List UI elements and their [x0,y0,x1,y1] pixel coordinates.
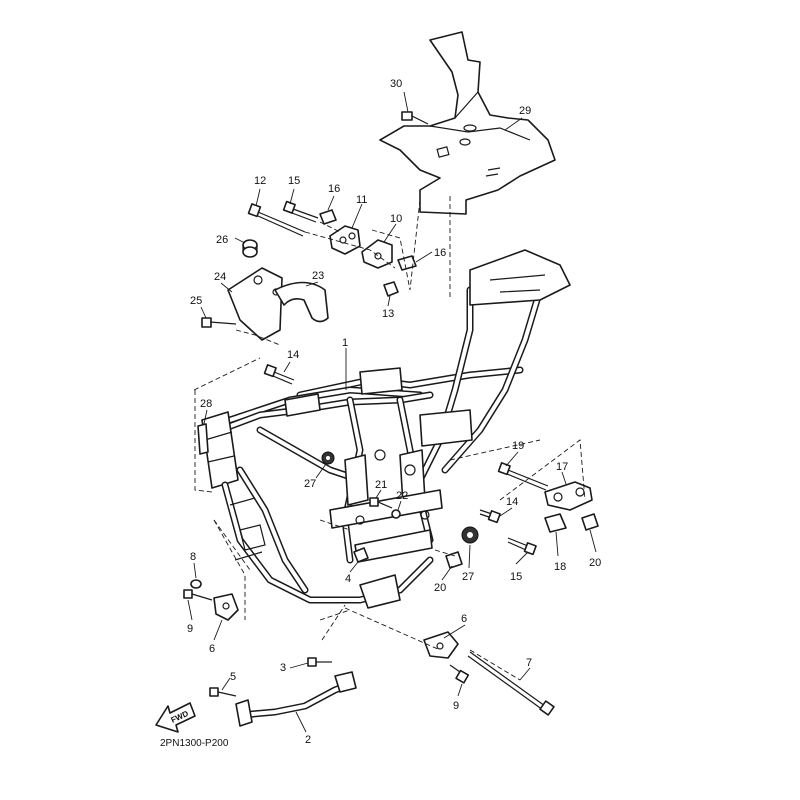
bolt-19-part [497,462,549,491]
nut-20-center-part [445,551,463,569]
callout-30: 30 [390,78,402,90]
washer-8-part [190,579,202,589]
bolt-14-upper-part [263,364,295,385]
callout-6-left: 6 [209,643,215,655]
callout-17: 17 [556,461,568,473]
collar-26-part [242,239,258,258]
callout-14-upper: 14 [287,349,299,361]
bracket-10-part [361,239,393,269]
callout-22: 22 [396,490,408,502]
bolt-5-part [209,687,237,697]
headlight-bracket-24-part [227,267,283,341]
headlight-bracket-23-part [274,281,329,323]
callout-12: 12 [254,175,266,187]
callout-2: 2 [305,734,311,746]
callout-27-right: 27 [462,571,474,583]
callout-28: 28 [200,398,212,410]
damper-27-left-part [321,451,335,465]
nut-4-part [353,547,369,563]
bolt-15-top-part [282,200,319,223]
main-frame-part [201,249,571,609]
callout-27-left: 27 [304,478,316,490]
callout-9-left: 9 [187,623,193,635]
diagram-code: 2PN1300-P200 [160,738,229,749]
bolt-14-lower-part [479,509,501,524]
forward-arrow-icon: FWD [155,702,196,733]
shaft-7-part [467,651,555,716]
bolt-21-part [369,497,393,509]
callout-13: 13 [382,308,394,320]
bracket-6-left-part [213,593,239,621]
nut-13-part [383,281,399,297]
stay-28-part [197,423,209,455]
callout-6-right: 6 [461,613,467,625]
callout-24: 24 [214,271,226,283]
callout-10: 10 [390,213,402,225]
callout-15-lower: 15 [510,571,522,583]
callout-1: 1 [342,337,348,349]
seat-plate-part [379,31,556,215]
callout-14-lower: 14 [506,496,518,508]
callout-labels: 30 29 12 15 16 11 10 16 26 24 23 25 13 1… [187,78,601,746]
callout-18: 18 [554,561,566,573]
callout-29: 29 [519,105,531,117]
collar-16-right-part [397,255,417,271]
nut-20-right-part [581,513,599,531]
callout-11: 11 [356,194,367,206]
callout-leader-lines [187,91,597,733]
callout-23: 23 [312,270,324,282]
callout-16-top: 16 [328,183,340,195]
stay-2-part [235,671,357,727]
washer-22-part [391,509,401,519]
callout-19: 19 [512,440,524,452]
bracket-11-part [329,225,361,255]
callout-8: 8 [190,551,196,563]
bolt-3-part [307,657,332,667]
callout-20-center: 20 [434,582,446,594]
bolt-30-part [401,111,429,125]
callout-26: 26 [216,234,228,246]
bolt-9-right-part [449,664,470,684]
callout-16-right: 16 [434,247,446,259]
collar-16-top-part [319,209,337,225]
callout-5: 5 [230,671,236,683]
callout-4: 4 [345,573,351,585]
callout-20-right: 20 [589,557,601,569]
bracket-6-right-part [423,631,459,659]
bolt-15-lower-part [507,537,537,556]
bolt-25-part [201,317,237,328]
callout-25: 25 [190,295,202,307]
collar-18-part [544,513,567,533]
assembly-reference-lines [193,196,586,681]
callout-15-top: 15 [288,175,300,187]
callout-3: 3 [280,662,286,674]
callout-7: 7 [526,657,532,669]
callout-9-right: 9 [453,700,459,712]
bolt-12-part [247,203,306,237]
bolt-9-left-part [183,589,213,601]
damper-27-right-part [461,526,479,544]
callout-21: 21 [375,479,387,491]
